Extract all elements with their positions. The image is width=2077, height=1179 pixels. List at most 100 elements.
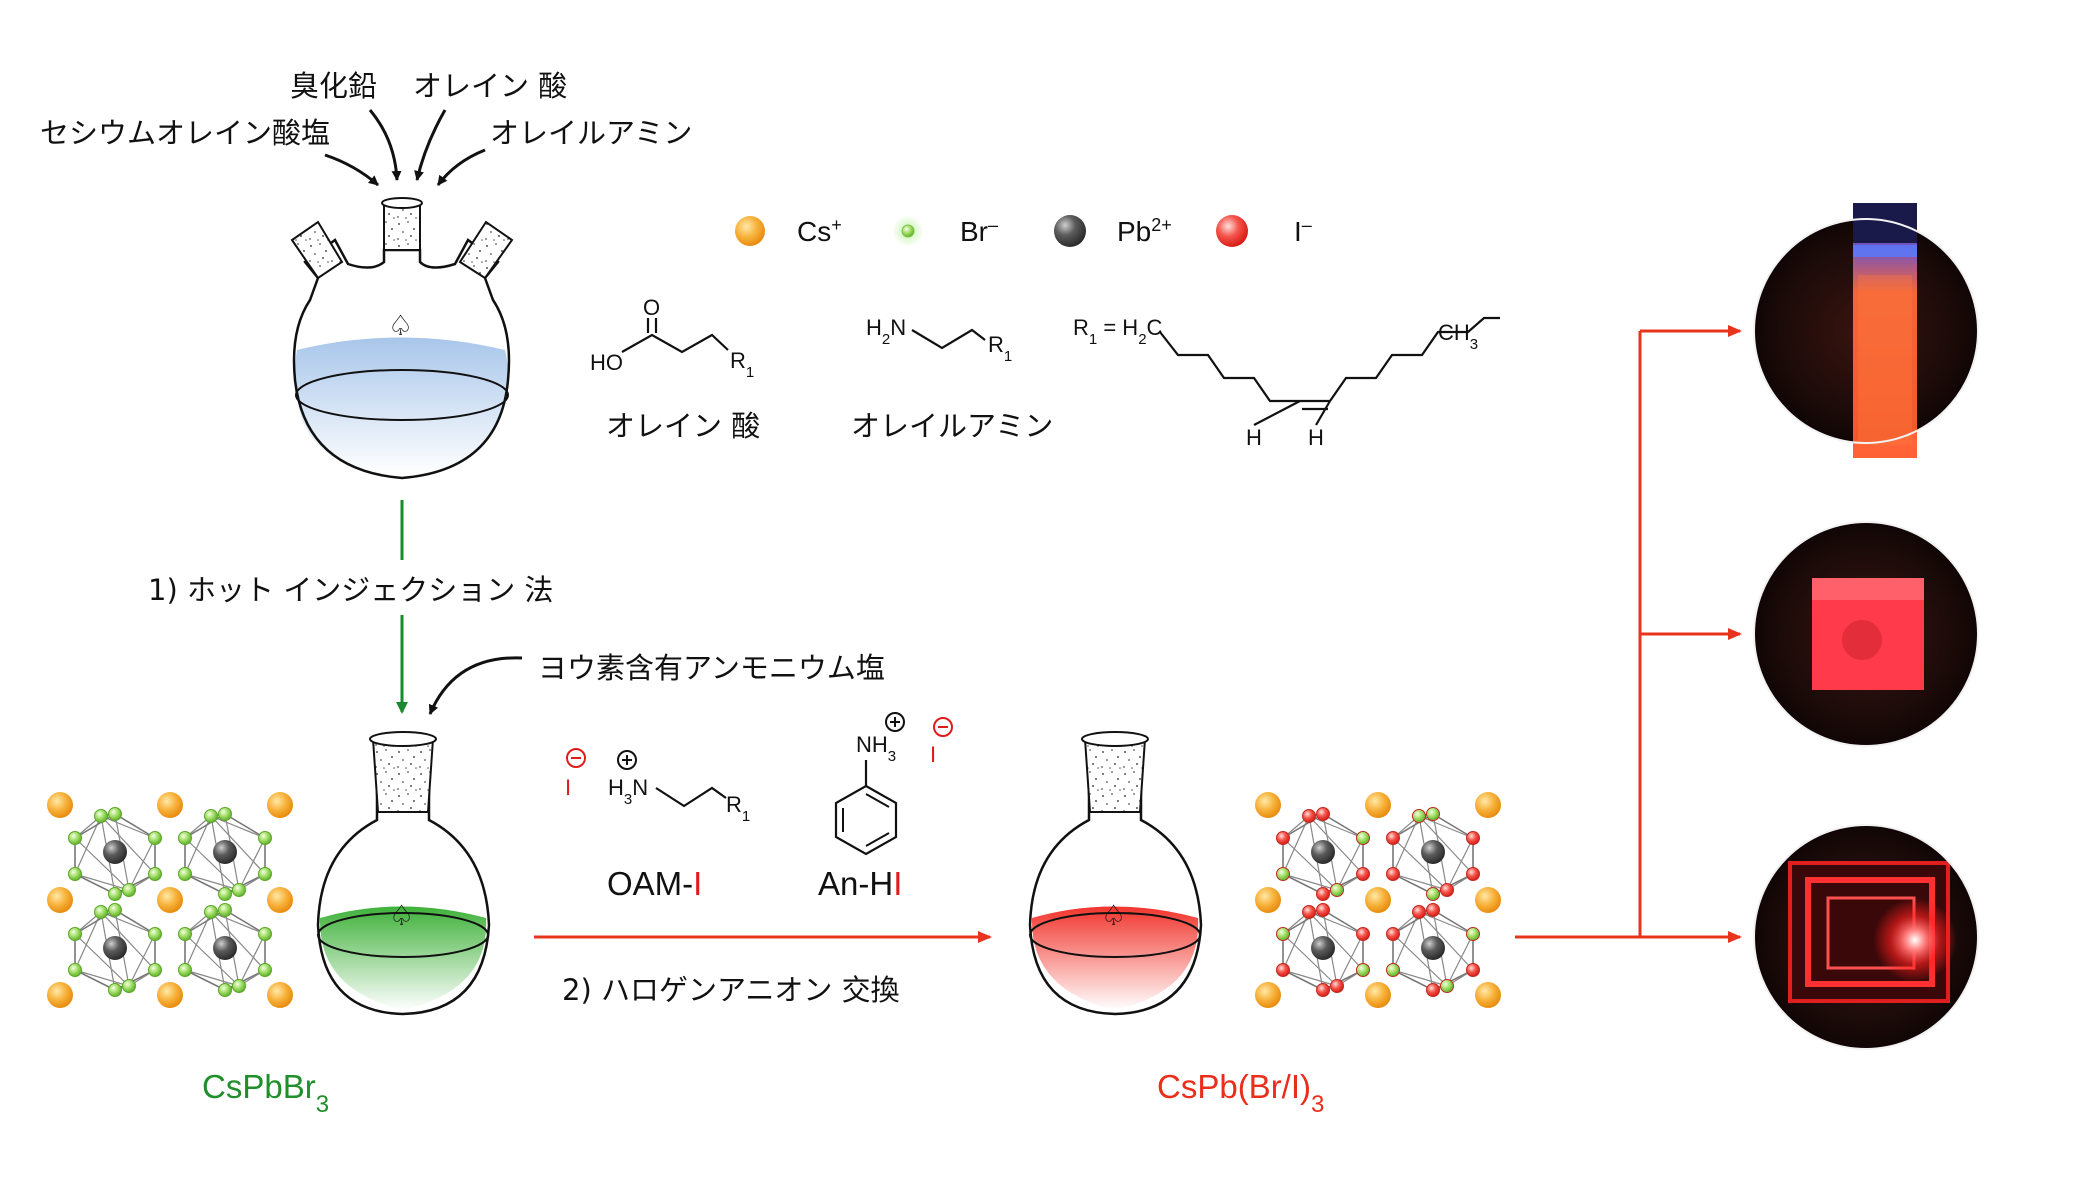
photo-film xyxy=(1753,521,1979,747)
oam-i-label: OAM-I xyxy=(607,865,702,902)
halide-sphere xyxy=(68,927,82,941)
halide-sphere xyxy=(1426,903,1440,917)
halide-sphere xyxy=(1412,809,1426,823)
iodine-source-arrow xyxy=(428,656,523,715)
halide-sphere xyxy=(258,927,272,941)
halide-sphere xyxy=(258,867,272,881)
halide-sphere xyxy=(232,979,246,993)
alkyl-chain xyxy=(1159,316,1500,426)
oleic-acid-structure xyxy=(621,318,729,354)
reagent-oleic-acid-label: オレイン 酸 xyxy=(413,69,567,103)
halide-sphere xyxy=(1302,809,1316,823)
cs-sphere xyxy=(157,887,183,913)
oleylamine-caption: オレイルアミン xyxy=(851,409,1053,443)
halide-sphere xyxy=(68,831,82,845)
halide-sphere xyxy=(68,867,82,881)
halide-sphere xyxy=(122,979,136,993)
halide-sphere xyxy=(218,903,232,917)
cs-sphere xyxy=(1365,792,1391,818)
halide-sphere xyxy=(148,927,162,941)
halide-sphere xyxy=(122,883,136,897)
oam-iodide: I xyxy=(565,775,571,800)
halide-sphere xyxy=(1426,807,1440,821)
legend-cs-sphere xyxy=(735,216,765,246)
halide-sphere xyxy=(108,887,122,901)
legend-i-sphere xyxy=(1216,215,1248,247)
stir-bar-icon-green: ♤ xyxy=(389,899,414,932)
arrow-oleic-acid xyxy=(414,109,447,181)
halide-sphere xyxy=(218,887,232,901)
halide-sphere xyxy=(1330,883,1344,897)
halide-sphere xyxy=(108,983,122,997)
oleic-acid-o: O xyxy=(643,295,660,320)
photo-led-device xyxy=(1753,824,1979,1050)
halide-sphere xyxy=(218,807,232,821)
legend-pb-sphere xyxy=(1054,215,1086,247)
halide-sphere xyxy=(1356,867,1370,881)
halide-sphere xyxy=(178,963,192,977)
green-flask: ♤ xyxy=(316,731,491,1016)
arrow-oleylamine xyxy=(436,148,486,186)
cs-sphere xyxy=(267,792,293,818)
halide-sphere xyxy=(1466,867,1480,881)
halide-sphere xyxy=(1386,831,1400,845)
vinyl-h-left: H xyxy=(1246,425,1262,450)
halide-sphere xyxy=(1412,905,1426,919)
cs-sphere xyxy=(1475,887,1501,913)
reagent-pbbr2-label: 臭化鉛 xyxy=(290,69,377,103)
pb-sphere xyxy=(213,936,237,960)
halide-sphere xyxy=(148,963,162,977)
halide-sphere xyxy=(258,963,272,977)
pb-sphere xyxy=(1421,840,1445,864)
halide-sphere xyxy=(1440,883,1454,897)
legend-br-label: Br– xyxy=(960,215,998,247)
halide-sphere xyxy=(1276,831,1290,845)
pb-sphere xyxy=(213,840,237,864)
red-flask: ♤ xyxy=(1028,731,1203,1016)
halide-sphere xyxy=(94,809,108,823)
halide-sphere xyxy=(1386,867,1400,881)
cs-sphere xyxy=(47,792,73,818)
halide-sphere xyxy=(1276,867,1290,881)
cs-sphere xyxy=(47,982,73,1008)
arrow-pbbr2 xyxy=(368,109,402,181)
halide-sphere xyxy=(108,807,122,821)
oleic-acid-r1: R1 xyxy=(730,348,754,381)
reagent-arrows xyxy=(324,109,486,187)
cspbbri3-lattice xyxy=(1255,792,1501,1008)
cs-sphere xyxy=(1365,887,1391,913)
iodine-source-label: ヨウ素含有アンモニウム塩 xyxy=(538,651,885,685)
halide-sphere xyxy=(108,903,122,917)
halide-sphere xyxy=(1356,963,1370,977)
oam-h3n: H3N xyxy=(608,775,648,808)
pb-sphere xyxy=(1421,936,1445,960)
cs-sphere xyxy=(1475,982,1501,1008)
halide-sphere xyxy=(1316,903,1330,917)
oam-i-structure: I H3N R1 xyxy=(565,748,750,825)
halide-sphere xyxy=(204,809,218,823)
reagent-oleylamine-label: オレイルアミン xyxy=(490,116,692,150)
halide-sphere xyxy=(68,963,82,977)
cs-sphere xyxy=(267,982,293,1008)
halide-sphere xyxy=(1386,963,1400,977)
oam-r1: R1 xyxy=(726,792,750,825)
an-iodide: I xyxy=(930,742,936,767)
halide-sphere xyxy=(218,983,232,997)
flask-liquid-blue xyxy=(294,337,509,475)
cspbbri3-label: CsPb(Br/I)3 xyxy=(1157,1068,1324,1118)
halide-sphere xyxy=(1302,905,1316,919)
halide-sphere xyxy=(232,883,246,897)
cs-sphere xyxy=(1255,982,1281,1008)
halide-sphere xyxy=(1330,979,1344,993)
halide-sphere xyxy=(1466,927,1480,941)
halide-sphere xyxy=(1276,927,1290,941)
cs-sphere xyxy=(267,887,293,913)
halide-sphere xyxy=(1316,983,1330,997)
halide-sphere xyxy=(1466,831,1480,845)
vinyl-h-right: H xyxy=(1308,425,1324,450)
output-arrows xyxy=(1515,325,1742,943)
legend-pb-label: Pb2+ xyxy=(1117,215,1172,247)
halide-sphere xyxy=(1426,887,1440,901)
pb-sphere xyxy=(103,840,127,864)
an-nh3: NH3 xyxy=(856,732,896,765)
